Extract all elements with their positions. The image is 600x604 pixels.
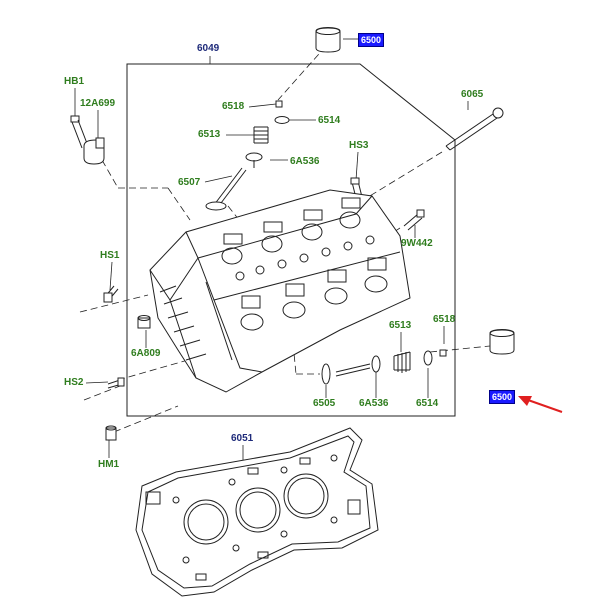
part-label-6049[interactable]: 6049 — [197, 43, 220, 54]
part-label-6513-top[interactable]: 6513 — [198, 129, 221, 140]
gasket-bore-1 — [183, 499, 229, 545]
part-label-9w442[interactable]: 9W442 — [401, 238, 433, 249]
small-bolt-hs2 — [107, 377, 125, 389]
top-valve-stack — [205, 27, 341, 211]
part-label-6a809[interactable]: 6A809 — [131, 348, 161, 359]
part-label-6505[interactable]: 6505 — [313, 398, 336, 409]
plug-6a809 — [137, 315, 151, 329]
bottom-valve-head — [321, 363, 331, 385]
pointer-arrow — [518, 396, 563, 413]
bottom-valve-stem — [335, 363, 371, 377]
part-label-6500-bottom[interactable]: 6500 — [489, 390, 516, 404]
part-label-hm1[interactable]: HM1 — [98, 459, 120, 470]
hb1-bolt-assembly — [70, 115, 105, 165]
head-bolt-6065 — [445, 107, 504, 151]
gasket-bore-3 — [283, 473, 329, 519]
bottom-valve-spring — [393, 351, 411, 373]
small-bolt-hs1 — [103, 285, 119, 303]
dowel-hm1 — [105, 425, 117, 441]
top-valve-head — [205, 201, 227, 211]
part-label-6a536-top[interactable]: 6A536 — [290, 156, 320, 167]
bottom-tappet-bucket — [489, 329, 515, 355]
bottom-spring-retainer — [423, 350, 433, 366]
head-bolt-holes — [235, 235, 375, 281]
part-label-hs3[interactable]: HS3 — [349, 140, 369, 151]
cylinder-head-body — [149, 189, 411, 393]
part-label-hs2[interactable]: HS2 — [64, 377, 84, 388]
part-label-hs1[interactable]: HS1 — [100, 250, 120, 261]
top-valve-seal — [245, 152, 263, 162]
part-label-6051[interactable]: 6051 — [231, 433, 254, 444]
bottom-valve-stack — [321, 329, 515, 385]
gasket-bore-2 — [235, 487, 281, 533]
part-label-6500-top[interactable]: 6500 — [358, 33, 385, 47]
bottom-valve-seal — [371, 355, 381, 373]
part-label-6513-bottom[interactable]: 6513 — [389, 320, 412, 331]
small-bolt-9w442 — [403, 209, 425, 231]
top-valve-collet — [275, 100, 283, 108]
gasket-bolt-holes — [172, 454, 338, 564]
part-label-6514-top[interactable]: 6514 — [318, 115, 341, 126]
part-label-6507[interactable]: 6507 — [178, 177, 201, 188]
part-label-12a699[interactable]: 12A699 — [80, 98, 116, 109]
upper-cam-journals — [221, 197, 361, 265]
top-tappet-bucket — [315, 27, 341, 53]
top-spring-retainer — [274, 116, 290, 124]
bottom-valve-collet — [439, 349, 447, 357]
part-label-6a536-bottom[interactable]: 6A536 — [359, 398, 389, 409]
part-label-6514-bottom[interactable]: 6514 — [416, 398, 439, 409]
lower-cam-journals — [240, 257, 388, 331]
part-label-6065[interactable]: 6065 — [461, 89, 484, 100]
head-gasket-6051 — [135, 427, 379, 597]
top-valve-spring — [253, 126, 269, 144]
top-valve-stem — [213, 167, 247, 208]
cylinder-head-frame — [126, 63, 456, 417]
part-label-6518-bottom[interactable]: 6518 — [433, 314, 456, 325]
part-label-hb1[interactable]: HB1 — [64, 76, 85, 87]
part-label-6518-top[interactable]: 6518 — [222, 101, 245, 112]
